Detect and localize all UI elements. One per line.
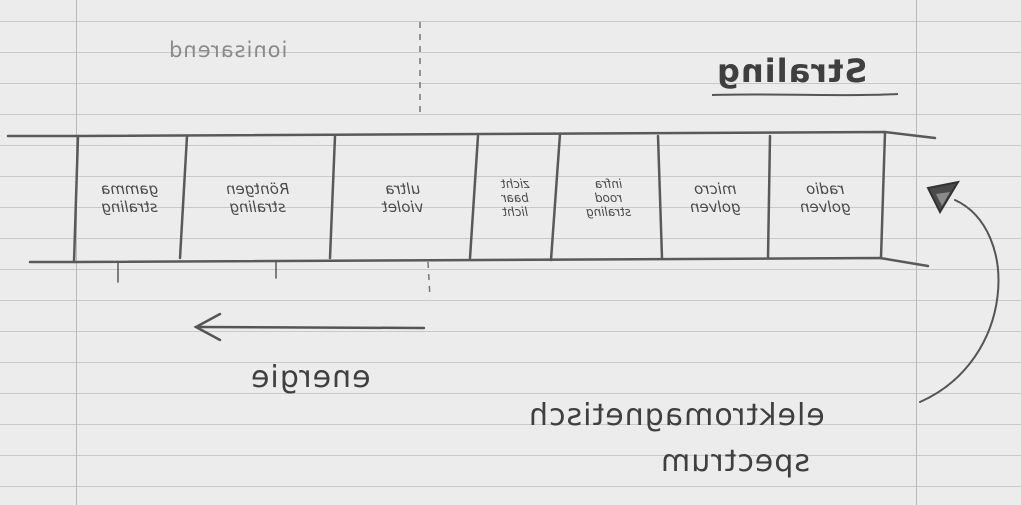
cell-label: zicht baar licht [500,177,530,219]
margin-line-left [76,0,77,505]
spectrum-cell-ultraviolet: ultra violet [333,140,473,256]
spectrum-cell-microwave: micro golven [662,140,768,256]
spectrum-cell-gamma: gamma straling [78,140,182,256]
spectrum-cell-xray: Röntgen straling [184,140,332,256]
energy-label: energie [250,360,371,395]
spectrum-cell-infrared: infra rood straling [558,140,660,256]
cell-label: Röntgen straling [226,180,290,216]
cell-label: micro golven [689,180,741,216]
title-underline [711,93,899,97]
spectrum-cell-visible: zicht baar licht [474,140,556,256]
caption-line-1: elektromagnetisch [528,398,825,433]
margin-line-right [916,0,917,505]
cell-label: radio golven [800,180,851,216]
spectrum-cell-radio: radio golven [770,140,881,256]
cell-label: ultra violet [382,180,424,216]
cell-label: gamma straling [101,180,159,216]
cell-label: infra rood straling [586,177,632,219]
caption-line-2: spectrum [660,444,810,479]
